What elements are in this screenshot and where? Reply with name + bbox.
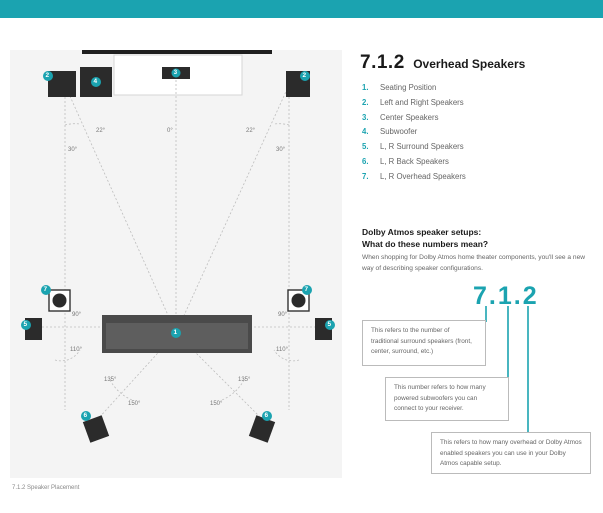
top-banner [0, 0, 603, 18]
speaker-placement-diagram: 2 2 4 3 1 5 5 6 6 7 7 22° 0° 22° 30° 30°… [10, 50, 342, 478]
angle-center: 0° [167, 128, 173, 134]
angle-front-right: 22° [246, 128, 256, 134]
angle-surround-left-bottom: 110° [70, 347, 82, 353]
angle-surround-left-top: 90° [72, 312, 82, 318]
explainer-intro: When shopping for Dolby Atmos home theat… [362, 254, 586, 272]
angle-front-left-outer: 30° [68, 147, 78, 153]
left-overhead-speaker [48, 289, 71, 312]
badge-left-overhead: 7 [43, 286, 48, 293]
angle-back-right-outer: 135° [238, 377, 251, 383]
angle-back-right-inner: 150° [210, 401, 223, 407]
badge-left-back: 6 [83, 412, 88, 419]
legend-item: 3.Center Speakers [362, 112, 439, 122]
speaker-legend: 1.Seating Position 2.Left and Right Spea… [362, 83, 466, 187]
explainer-heading-line1: Dolby Atmos speaker setups: [362, 227, 482, 237]
right-back-speaker [248, 415, 276, 443]
badge-seat: 1 [173, 329, 178, 336]
angle-back-left-inner: 150° [128, 401, 141, 407]
badge-right-back: 6 [264, 412, 269, 419]
callout-box-overhead: This refers to how many overhead or Dolb… [431, 432, 591, 474]
config-number: 7.1.2 [473, 282, 539, 310]
callout-box-subwoofer: This number refers to how many powered s… [385, 377, 509, 421]
badge-center: 3 [173, 69, 178, 76]
legend-item: 7.L, R Overhead Speakers [362, 171, 466, 181]
badge-right-surround: 5 [327, 321, 332, 328]
explainer-heading-line2: What do these numbers mean? [362, 239, 489, 249]
badge-subwoofer: 4 [93, 78, 98, 85]
badge-right-front: 2 [302, 72, 307, 79]
angle-front-right-outer: 30° [276, 147, 286, 153]
angle-surround-right-top: 90° [278, 312, 288, 318]
legend-item: 5.L, R Surround Speakers [362, 142, 464, 152]
page-heading: 7.1.2 Overhead Speakers [360, 52, 525, 74]
tv-screen [82, 50, 272, 54]
heading-title: Overhead Speakers [413, 57, 526, 71]
badge-left-surround: 5 [23, 321, 28, 328]
diagram-caption: 7.1.2 Speaker Placement [12, 485, 80, 491]
legend-item: 2.Left and Right Speakers [362, 97, 464, 107]
angle-front-left: 22° [96, 128, 106, 134]
badge-left-front: 2 [45, 72, 50, 79]
right-overhead-speaker [287, 289, 310, 312]
angle-surround-right-bottom: 110° [276, 347, 288, 353]
room-floorplan [10, 50, 342, 478]
legend-item: 4.Subwoofer [362, 127, 418, 137]
badge-right-overhead: 7 [304, 286, 309, 293]
left-back-speaker [82, 415, 110, 443]
heading-number: 7.1.2 [360, 52, 405, 73]
angle-back-left-outer: 135° [104, 377, 117, 383]
legend-item: 1.Seating Position [362, 83, 437, 92]
legend-item: 6.L, R Back Speakers [362, 156, 449, 166]
callout-box-surround: This refers to the number of traditional… [362, 320, 486, 366]
